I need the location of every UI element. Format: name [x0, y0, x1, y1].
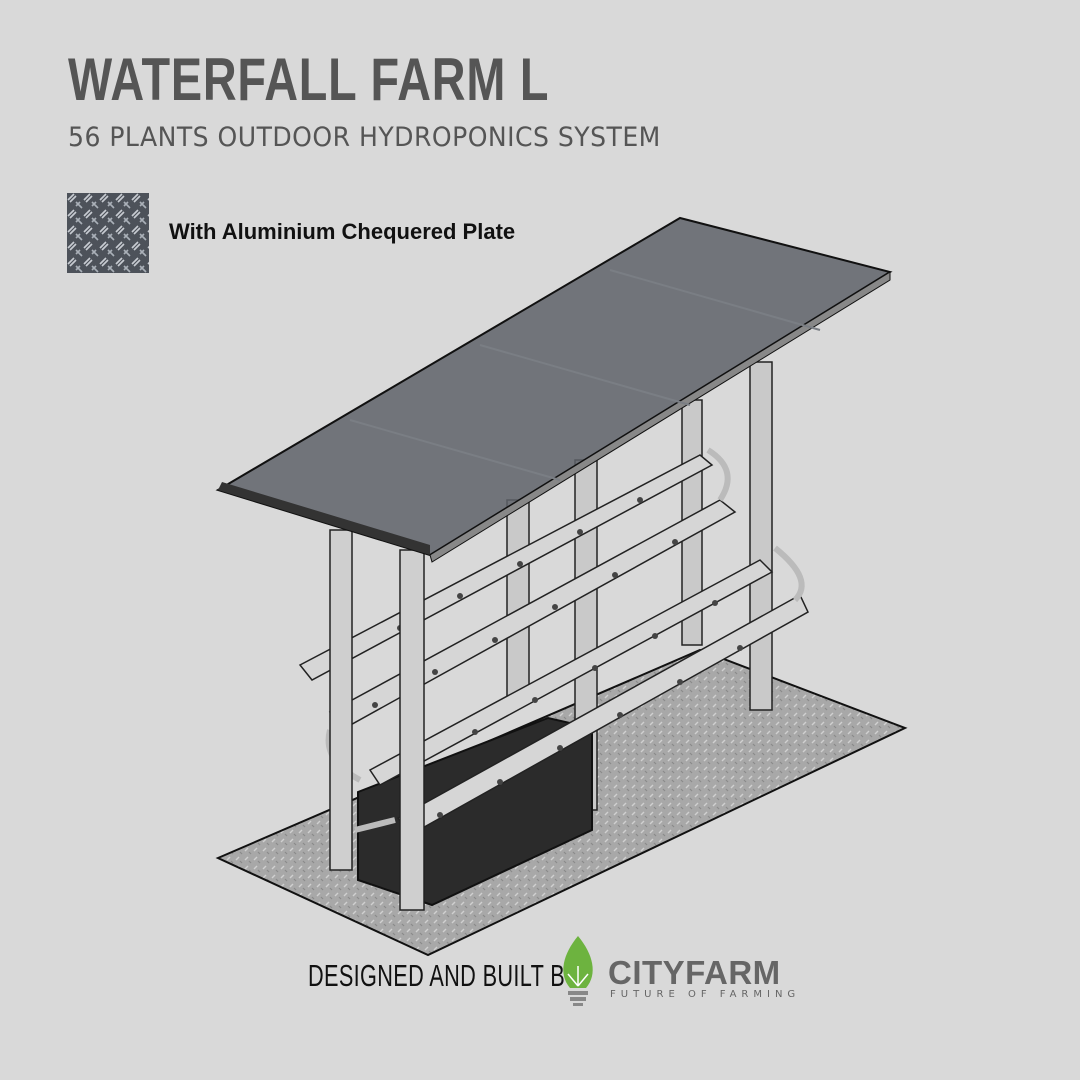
drain-pipe: [773, 545, 805, 603]
post: [749, 361, 773, 711]
product-subtitle: 56 PLANTS OUTDOOR HYDROPONICS SYSTEM: [68, 122, 661, 153]
post: [329, 529, 353, 871]
chequered-plate-swatch-icon: [67, 193, 149, 273]
grow-channel: [368, 559, 774, 786]
brand-name: CITYFARM: [608, 954, 781, 991]
feature-label: With Aluminium Chequered Plate: [169, 219, 516, 244]
brand-tagline: FUTURE OF FARMING: [610, 989, 801, 1000]
post: [399, 549, 425, 911]
product-title: WATERFALL FARM L: [68, 46, 550, 113]
drain-pipe: [354, 817, 396, 833]
designed-by-credit: DESIGNED AND BUILT BY: [308, 958, 580, 993]
drain-pipe: [706, 447, 731, 502]
roof-panel: [215, 216, 893, 557]
cityfarm-leaf-bulb-logo-icon: [563, 936, 593, 1006]
post: [506, 499, 530, 701]
